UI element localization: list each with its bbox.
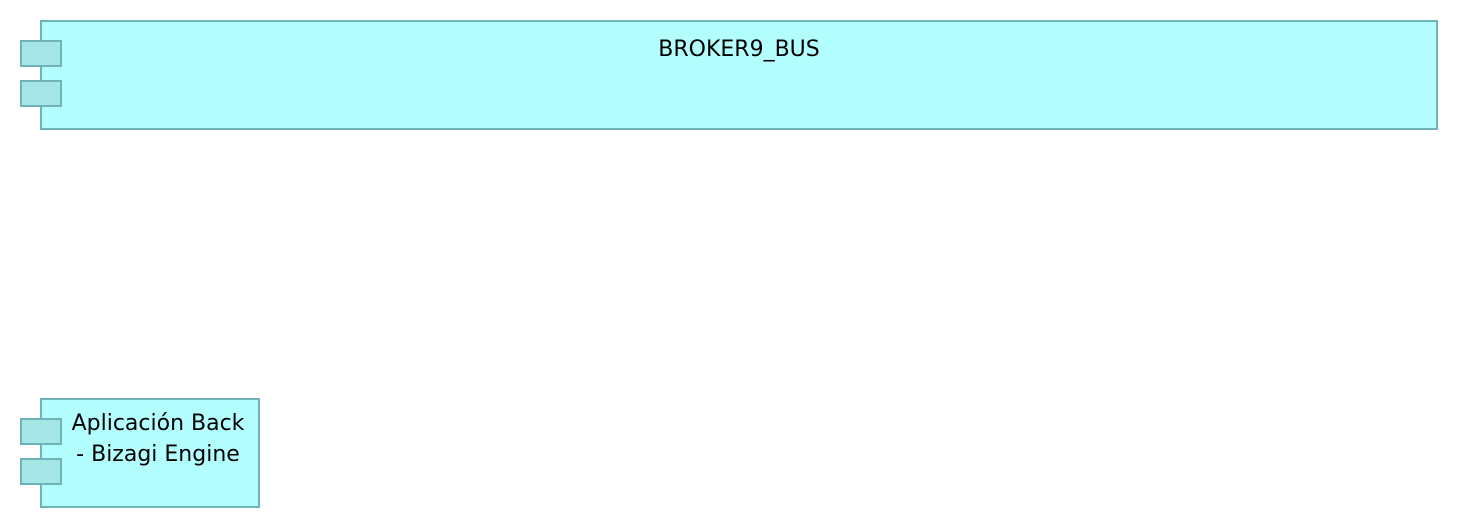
aplicacion-back-bizagi-engine-label: Aplicación Back - Bizagi Engine [71,411,245,467]
broker9-bus-port-icon [20,40,62,67]
broker9-bus-label: BROKER9_BUS [658,37,820,62]
bizagi-engine-port-icon [20,418,62,445]
aplicacion-back-bizagi-engine-component[interactable]: Aplicación Back - Bizagi Engine [40,398,260,508]
bizagi-engine-port-icon [20,458,62,485]
broker9-bus-component[interactable]: BROKER9_BUS [40,20,1438,130]
broker9-bus-port-icon [20,80,62,107]
